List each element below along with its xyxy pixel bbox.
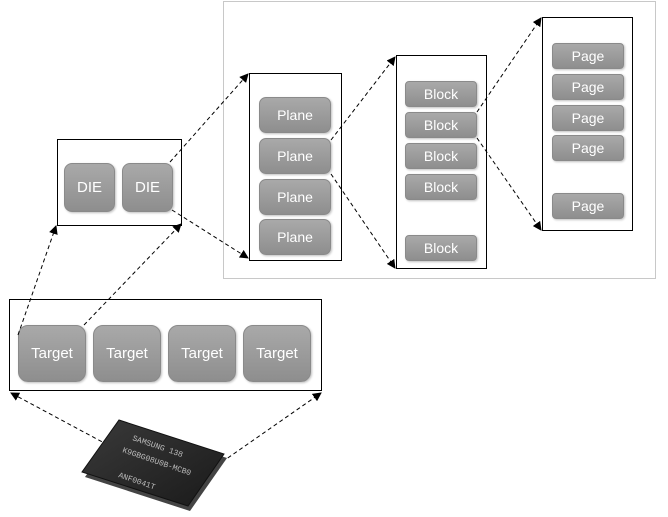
page-node: Page	[552, 43, 624, 69]
plane-node: Plane	[259, 219, 331, 255]
page-node: Page	[552, 193, 624, 219]
block-node: Block	[405, 112, 477, 138]
plane-node: Plane	[259, 179, 331, 215]
target-node: Target	[168, 325, 236, 382]
block-node: Block	[405, 235, 477, 261]
chip-label-line2: K9GBG08U0B-MCB0	[121, 446, 192, 478]
die-node: DIE	[122, 163, 173, 212]
chip-label-line3: ANF0041T	[117, 471, 156, 492]
arrow-chip-to-target-right	[221, 392, 322, 463]
block-node: Block	[405, 81, 477, 107]
page-node: Page	[552, 135, 624, 161]
die-node: DIE	[64, 163, 115, 212]
arrow-chip-to-target-left	[10, 392, 109, 446]
block-node: Block	[405, 174, 477, 200]
target-node: Target	[93, 325, 161, 382]
page-node: Page	[552, 74, 624, 100]
plane-node: Plane	[259, 138, 331, 174]
nand-chip-image: SAMSUNG 138 K9GBG08U0B-MCB0 ANF0041T	[81, 419, 227, 511]
target-node: Target	[18, 325, 86, 382]
chip-label-line1: SAMSUNG 138	[131, 434, 184, 460]
plane-node: Plane	[259, 97, 331, 133]
block-node: Block	[405, 143, 477, 169]
page-node: Page	[552, 105, 624, 131]
target-node: Target	[243, 325, 311, 382]
